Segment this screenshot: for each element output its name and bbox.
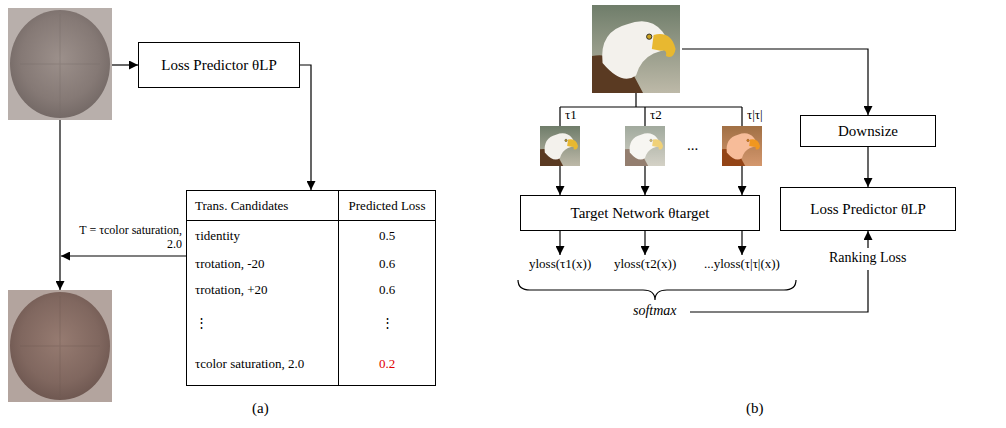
image-ground — [8, 8, 112, 120]
augmented-image — [722, 126, 762, 166]
flow-arrow — [112, 64, 138, 65]
flow-arrows — [60, 65, 186, 290]
flow-arrow — [559, 231, 560, 255]
table-cell: τidentity — [187, 221, 339, 251]
flow-arrow — [867, 231, 868, 248]
table-cell: ⋮ — [187, 303, 339, 343]
table-cell: τcolor saturation, 2.0 — [187, 343, 339, 385]
box-label: Loss Predictor θLP — [810, 201, 926, 218]
table-cell: τrotation, +20 — [187, 277, 339, 303]
flow-arrow — [644, 166, 645, 195]
image-ground — [8, 290, 112, 402]
bright-tint — [625, 126, 665, 166]
text-label: ... — [687, 137, 698, 154]
text-label: yloss(τ1(x)) — [529, 257, 591, 272]
process-box: Loss Predictor θLP — [780, 187, 956, 231]
box-label: Downsize — [838, 123, 898, 140]
shell-texture — [10, 292, 110, 400]
text-label: τ|τ| — [747, 108, 763, 123]
table-cell: 0.6 — [339, 251, 435, 277]
text-label: T = τcolor saturation, 2.0 — [64, 224, 182, 252]
connector-arrow — [867, 147, 868, 187]
flow-arrow — [741, 166, 742, 195]
process-box: Downsize — [800, 115, 936, 147]
table-cell: 0.6 — [339, 277, 435, 303]
text-label: yloss(τ2(x)) — [614, 257, 676, 272]
process-box: Target Network θtarget — [520, 195, 760, 231]
eagle-thumb — [722, 126, 762, 166]
box-label: Target Network θtarget — [571, 205, 710, 222]
text-label: ...yloss(τ|τ|(x)) — [704, 257, 780, 272]
text-label: τ1 — [565, 108, 577, 123]
table-cell: Predicted Loss — [339, 191, 435, 221]
augmented-image — [540, 126, 580, 166]
eagle-thumb — [625, 126, 665, 166]
table-cell: ⋮ — [339, 303, 435, 343]
text-label: (b) — [746, 400, 764, 417]
curly-brace — [518, 280, 796, 300]
orange-tint — [722, 126, 762, 166]
text-label: softmax — [633, 303, 677, 319]
texture-seam — [20, 296, 100, 396]
eagle-thumb — [540, 126, 580, 166]
texture-seam — [20, 14, 100, 114]
flow-arrow — [59, 120, 60, 290]
flow-arrow — [559, 166, 560, 195]
connector-arrow — [300, 65, 311, 190]
flow-arrow — [644, 231, 645, 255]
table-cell: Trans. Candidates — [187, 191, 339, 221]
input-image — [8, 8, 112, 120]
flow-line — [690, 270, 868, 312]
text-label: τ2 — [650, 108, 662, 123]
flow-lines — [518, 49, 868, 312]
candidate-table: Trans. CandidatesPredicted Lossτidentity… — [186, 190, 436, 386]
text-label: Ranking Loss — [829, 250, 906, 266]
process-box: Loss Predictor θLP — [138, 42, 300, 88]
augmented-image — [625, 126, 665, 166]
flow-arrow — [741, 231, 742, 255]
box-label: Loss Predictor θLP — [161, 57, 277, 74]
connectors — [300, 65, 868, 190]
flow-arrow — [682, 49, 868, 115]
eagle-image — [592, 5, 680, 93]
table-cell: τrotation, -20 — [187, 251, 339, 277]
branch-lines — [560, 93, 742, 126]
table-cell: 0.2 — [339, 343, 435, 385]
flow-arrow — [61, 255, 186, 256]
shell-texture — [10, 10, 110, 118]
output-image — [8, 290, 112, 402]
text-label: (a) — [252, 400, 269, 417]
table-cell: 0.5 — [339, 221, 435, 251]
